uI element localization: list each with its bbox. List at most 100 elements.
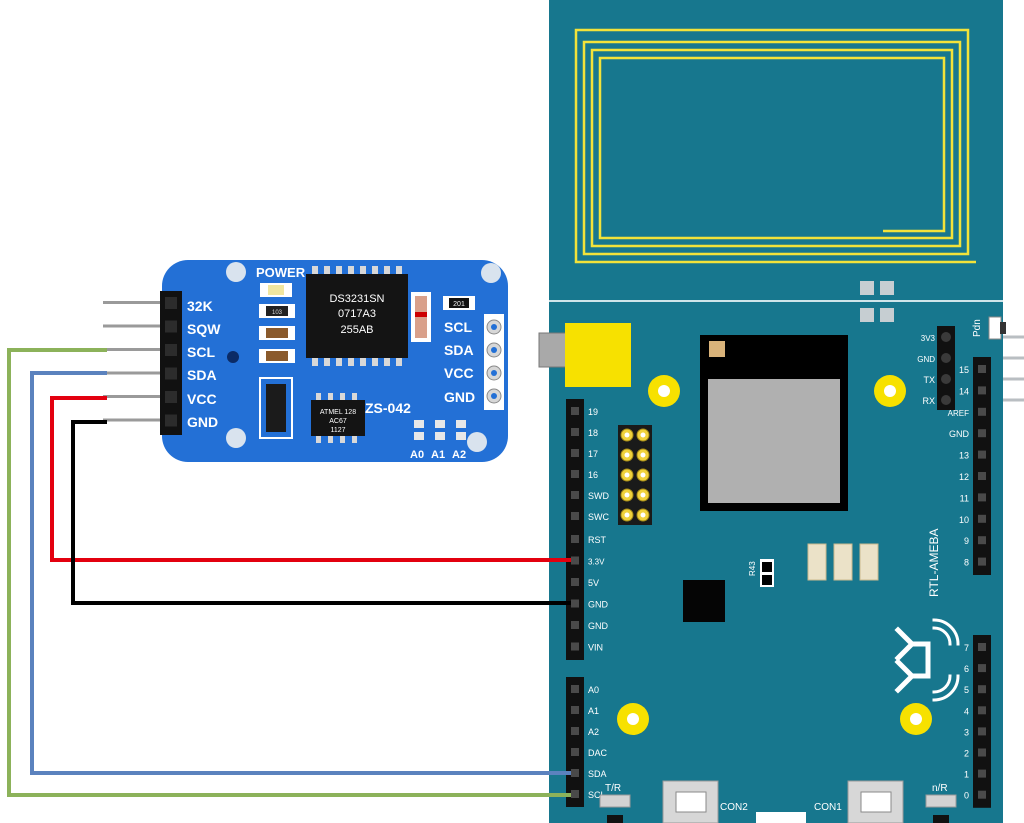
header-digital-high-label: GND <box>949 429 970 439</box>
module-hole-2 <box>481 263 501 283</box>
header-digital-high-pin <box>978 472 986 480</box>
uart-strip <box>937 326 955 410</box>
addr-a1: A1 <box>431 449 445 461</box>
header-power-strip <box>566 527 584 660</box>
gold-pin-hole <box>624 512 630 518</box>
module-header-pin <box>165 367 177 380</box>
header-pin-32k: 32K <box>187 298 213 314</box>
con1-label: CON1 <box>814 802 842 813</box>
header-digital-low-pin <box>978 769 986 778</box>
header-analog-pin <box>571 790 579 798</box>
chip2-leg <box>316 393 321 401</box>
wire-gnd <box>71 420 571 605</box>
header-digital-high-pin <box>978 557 986 566</box>
chip1-leg <box>360 357 366 366</box>
chip1-leg <box>348 266 354 275</box>
side-pads-frame <box>484 314 504 410</box>
side-pads <box>484 314 504 410</box>
header-digital-left-pin <box>571 512 579 520</box>
header-digital-low-label: 2 <box>964 749 969 759</box>
chip2-line3: 1127 <box>330 427 345 434</box>
chip1-leg <box>336 266 342 275</box>
gold-pin-hole <box>640 512 646 518</box>
module-header-plastic <box>160 291 182 435</box>
usb-con1 <box>847 780 904 823</box>
nfc-antenna <box>574 28 976 264</box>
wire-sda <box>30 371 571 775</box>
side-pad-hole <box>491 324 497 330</box>
header-digital-low-label: 4 <box>964 706 969 716</box>
module-hole-3 <box>226 428 246 448</box>
wifi-module <box>700 335 848 511</box>
chip2-leg <box>352 393 357 401</box>
rtc-module: DS3231SN 0717A3 255AB ATMEL 128 AC67 112… <box>101 258 511 466</box>
header-digital-low-label: 0 <box>964 791 969 801</box>
header-digital-high-strip <box>973 357 991 575</box>
header-digital-high-label: 15 <box>959 365 969 375</box>
header-digital-high-label: 14 <box>959 386 969 396</box>
header-analog-label: DAC <box>588 748 608 758</box>
module-pin-leg <box>103 418 167 422</box>
header-analog-label: SDA <box>588 769 607 779</box>
gold-pin-hole <box>624 452 630 458</box>
uart-pin <box>941 332 951 342</box>
chip2-leg <box>352 435 357 443</box>
header-analog-pin <box>571 685 579 693</box>
resistor-201: 201 <box>443 296 475 310</box>
addr-pad <box>456 420 466 428</box>
chip1-leg <box>324 266 330 275</box>
chip1-leg <box>336 357 342 366</box>
tr-button <box>599 794 631 808</box>
chip1-leg <box>372 357 378 366</box>
header-digital-high-label: 12 <box>959 472 969 482</box>
tr-label: T/R <box>605 783 621 794</box>
chip1-line3: 255AB <box>340 324 373 336</box>
gold-pin-hole <box>640 432 646 438</box>
header-digital-left-pin <box>571 407 579 415</box>
chip1-leg <box>372 266 378 275</box>
header-power-pin <box>571 642 579 651</box>
mounting-holes <box>617 375 932 735</box>
header-digital-high-pin <box>978 514 986 523</box>
pdn-label: Pdn <box>972 319 983 337</box>
module-pin-leg <box>103 301 167 304</box>
header-digital-low-label: 7 <box>964 643 969 653</box>
header-digital-low-label: 5 <box>964 685 969 695</box>
header-digital-high-label: 8 <box>964 558 969 568</box>
header-digital-left-label: 17 <box>588 449 598 459</box>
header-analog-pin <box>571 748 579 756</box>
wire-scl <box>7 348 571 797</box>
realtek-logo-icon <box>894 618 960 702</box>
chip2-leg <box>328 435 333 443</box>
resistor-array <box>259 377 293 439</box>
header-digital-left-pin <box>571 470 579 478</box>
header-digital-high-pin <box>978 450 986 459</box>
chip1-leg <box>312 266 318 275</box>
header-digital-high-label: 13 <box>959 451 969 461</box>
header-pin-vcc: VCC <box>187 391 217 407</box>
addr-pad <box>414 432 424 440</box>
side-pad-hole <box>491 393 497 399</box>
header-digital-left-strip <box>566 399 584 529</box>
header-power-pin <box>571 535 579 543</box>
module-header-pin <box>165 414 177 427</box>
module-header-pin <box>165 391 177 403</box>
module-via <box>227 351 239 363</box>
side-pin-gnd: GND <box>444 389 475 405</box>
header-digital-left-label: 18 <box>588 428 598 438</box>
header-analog-pin <box>571 727 579 735</box>
chip1-leg <box>348 357 354 366</box>
module-header <box>103 291 182 435</box>
res-small-label: 103 <box>272 310 283 316</box>
header-power-label: GND <box>588 621 609 631</box>
header-power-pin <box>571 621 579 629</box>
module-hole-4 <box>467 432 487 452</box>
wires <box>7 348 571 797</box>
header-digital-low-pin <box>978 790 986 799</box>
header-analog-label: SCL <box>588 790 606 800</box>
module-header-pin <box>165 344 177 356</box>
